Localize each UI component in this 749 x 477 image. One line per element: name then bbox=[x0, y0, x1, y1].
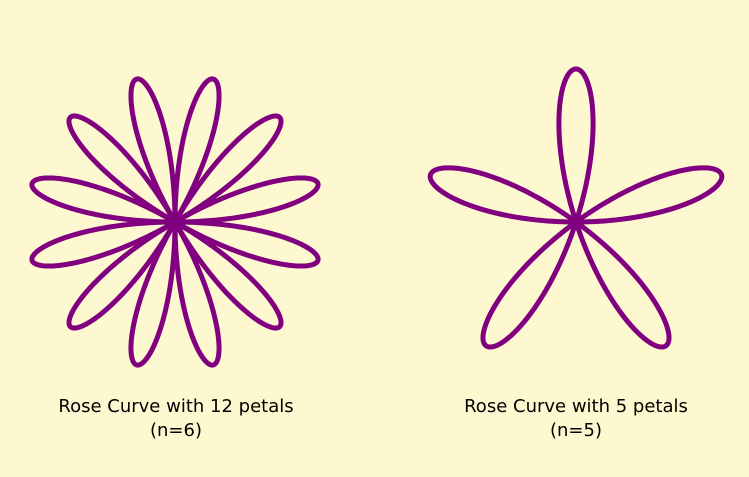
caption-parameter: (n=6) bbox=[150, 420, 202, 441]
rose-curve-5-petals bbox=[427, 66, 725, 350]
caption-parameter: (n=5) bbox=[550, 420, 602, 441]
caption-title: Rose Curve with 12 petals bbox=[58, 396, 294, 417]
rose-curve-12-petals bbox=[29, 76, 321, 368]
caption-rose-12-petals: Rose Curve with 12 petals (n=6) bbox=[6, 395, 346, 443]
caption-title: Rose Curve with 5 petals bbox=[464, 396, 688, 417]
caption-rose-5-petals: Rose Curve with 5 petals (n=5) bbox=[406, 395, 746, 443]
